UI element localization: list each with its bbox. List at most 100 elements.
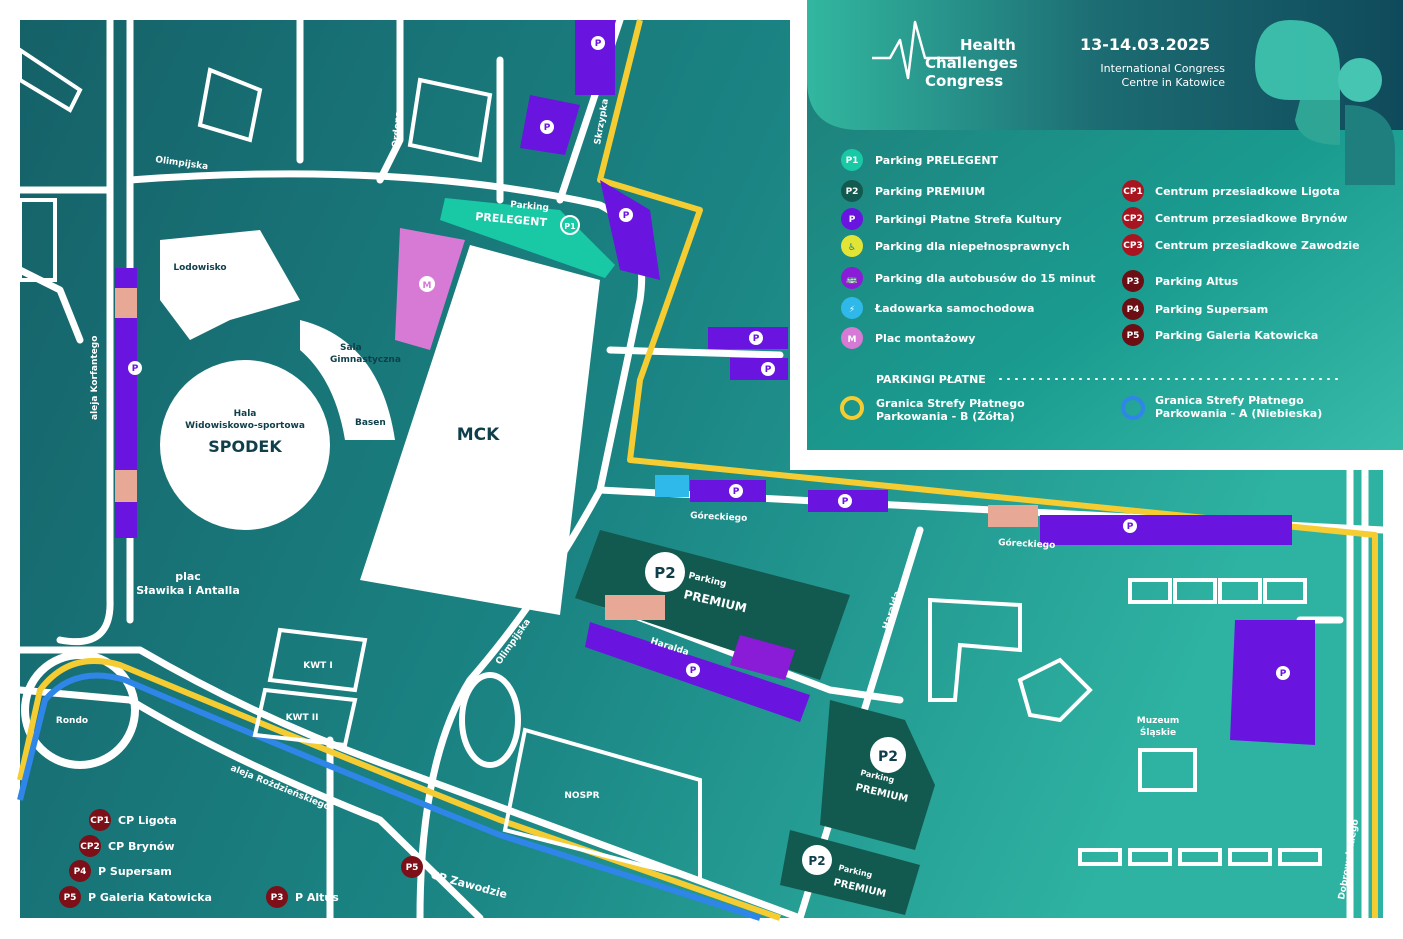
- svg-text:P: P: [842, 497, 849, 507]
- street-korfantego: aleja Korfantego: [90, 336, 100, 420]
- spodek-building: [160, 360, 330, 530]
- svg-text:P: P: [753, 334, 760, 344]
- logo-line1: Health: [960, 36, 1016, 54]
- oval-building: [459, 672, 521, 768]
- parking-premium-east[interactable]: [820, 700, 935, 850]
- svg-text:M: M: [848, 335, 857, 345]
- legend-charger: Ładowarka samochodowa: [874, 302, 1034, 315]
- svg-text:CP1: CP1: [90, 816, 109, 826]
- disabled-parkings: [115, 288, 1038, 620]
- legend-disabled: Parking dla niepełnosprawnych: [875, 240, 1070, 253]
- svg-text:P: P: [765, 365, 772, 375]
- legend-header: [807, 0, 1403, 130]
- zone-b-line1: Granica Strefy Płatnego: [876, 397, 1025, 410]
- zone-a-line2: Parkowania - A (Niebieska): [1155, 407, 1322, 420]
- svg-text:P: P: [544, 123, 551, 133]
- p2-marker-south-label: P2: [808, 854, 825, 868]
- basen-label: Basen: [355, 418, 386, 428]
- p1-marker-label: P1: [564, 222, 576, 231]
- muzeum-label-line1: Muzeum: [1137, 716, 1180, 726]
- kwt2-label: KWT II: [286, 713, 319, 723]
- zone-b-line2: Parkowania - B (Żółta): [876, 409, 1015, 423]
- bottom-legend-p5: P Galeria Katowicka: [88, 891, 212, 904]
- logo-line2: Challenges: [925, 54, 1018, 72]
- legend-items: P1 Parking PRELEGENT P2 Parking PREMIUM …: [840, 149, 1360, 423]
- wheelchair-icon: ♿: [848, 243, 856, 253]
- street-goreckiego-east: Góreckiego: [998, 537, 1056, 551]
- svg-text:P: P: [132, 364, 139, 374]
- legend-p1: Parking PRELEGENT: [875, 154, 999, 167]
- bottom-legend: CP1 CP Ligota CP2 CP Brynów P4 P Supersa…: [59, 809, 509, 908]
- bottom-legend-p4: P Supersam: [98, 865, 172, 878]
- logo-line3: Congress: [925, 72, 1003, 90]
- street-goreckiego-west: Góreckiego: [690, 510, 748, 524]
- svg-text:P3: P3: [271, 893, 284, 903]
- spodek-label-line1: Hala: [234, 409, 257, 419]
- lodowisko-building: [160, 230, 300, 340]
- venue-line2: Centre in Katowice: [1122, 76, 1226, 89]
- mck-building: [360, 245, 600, 615]
- legend-p4: Parking Supersam: [1155, 303, 1268, 316]
- p2-marker-main-label: P2: [654, 564, 675, 582]
- svg-text:P: P: [849, 215, 856, 225]
- plac-label-line1: plac: [175, 570, 201, 583]
- m-marker-label: M: [423, 281, 432, 291]
- svg-text:P5: P5: [64, 893, 77, 903]
- svg-text:CP2: CP2: [80, 842, 99, 852]
- sala-label-line1: Sala: [340, 343, 362, 353]
- bus-parking: [730, 635, 795, 680]
- kwt1-label: KWT I: [303, 661, 333, 671]
- legend-paid: Parkingi Płatne Strefa Kultury: [875, 213, 1062, 226]
- svg-text:P: P: [690, 666, 697, 676]
- sala-building: [300, 320, 395, 440]
- svg-text:P1: P1: [846, 156, 859, 166]
- p2-marker-east: [870, 737, 906, 773]
- m-marker: [419, 276, 435, 292]
- heartbeat-logo-icon: [872, 20, 958, 80]
- outline-buildings: [18, 46, 1322, 883]
- legend-p5: Parking Galeria Katowicka: [1155, 329, 1318, 342]
- svg-text:P5: P5: [406, 863, 419, 873]
- svg-text:P: P: [1280, 669, 1287, 679]
- street-ordona: Ordona: [391, 110, 404, 148]
- charger-spot: [655, 475, 689, 497]
- legend-cp2: Centrum przesiadkowe Brynów: [1155, 212, 1348, 225]
- svg-text:P2: P2: [846, 187, 859, 197]
- svg-text:CP3: CP3: [1123, 241, 1142, 251]
- bus-icon: 🚌: [846, 275, 857, 285]
- legend-bus: Parking dla autobusów do 15 minut: [875, 272, 1096, 285]
- legend-p2: Parking PREMIUM: [875, 185, 985, 198]
- venue-line1: International Congress: [1100, 62, 1225, 75]
- bottom-legend-cp2: CP Brynów: [108, 840, 175, 853]
- zone-b-border-south: [17, 657, 781, 921]
- parking-prelegent[interactable]: [440, 198, 615, 278]
- legend-cp3: Centrum przesiadkowe Zawodzie: [1155, 239, 1360, 252]
- event-date: 13-14.03.2025: [1080, 35, 1210, 54]
- svg-text:P: P: [1127, 522, 1134, 532]
- mck-label: MCK: [457, 425, 500, 445]
- lodowisko-label: Lodowisko: [173, 263, 226, 273]
- svg-text:CP2: CP2: [1123, 214, 1142, 224]
- p2-marker-south: [802, 845, 832, 875]
- svg-text:P: P: [595, 39, 602, 49]
- parking-premium-main[interactable]: [575, 530, 850, 680]
- p2-marker-east-label: P2: [878, 749, 898, 765]
- rondo-label: Rondo: [56, 716, 88, 726]
- plac-label-line2: Sławika i Antalla: [136, 584, 240, 597]
- svg-text:P5: P5: [1127, 331, 1140, 341]
- paid-heading: PARKINGI PŁATNE: [876, 373, 986, 386]
- legend-cp1: Centrum przesiadkowe Ligota: [1155, 185, 1340, 198]
- svg-text:P3: P3: [1127, 277, 1140, 287]
- nospr-label: NOSPR: [564, 791, 599, 801]
- sala-label-line2: Gimnastyczna: [330, 355, 401, 365]
- svg-text:P: P: [733, 487, 740, 497]
- charger-icon: ⚡: [849, 305, 855, 315]
- p1-marker: [560, 215, 580, 235]
- zone-a-border: [17, 672, 761, 921]
- decorative-shapes: [1255, 20, 1395, 185]
- rondo-circle: [21, 651, 139, 769]
- svg-text:P: P: [623, 211, 630, 221]
- zone-a-line1: Granica Strefy Płatnego: [1155, 394, 1304, 407]
- svg-text:P4: P4: [1127, 305, 1140, 315]
